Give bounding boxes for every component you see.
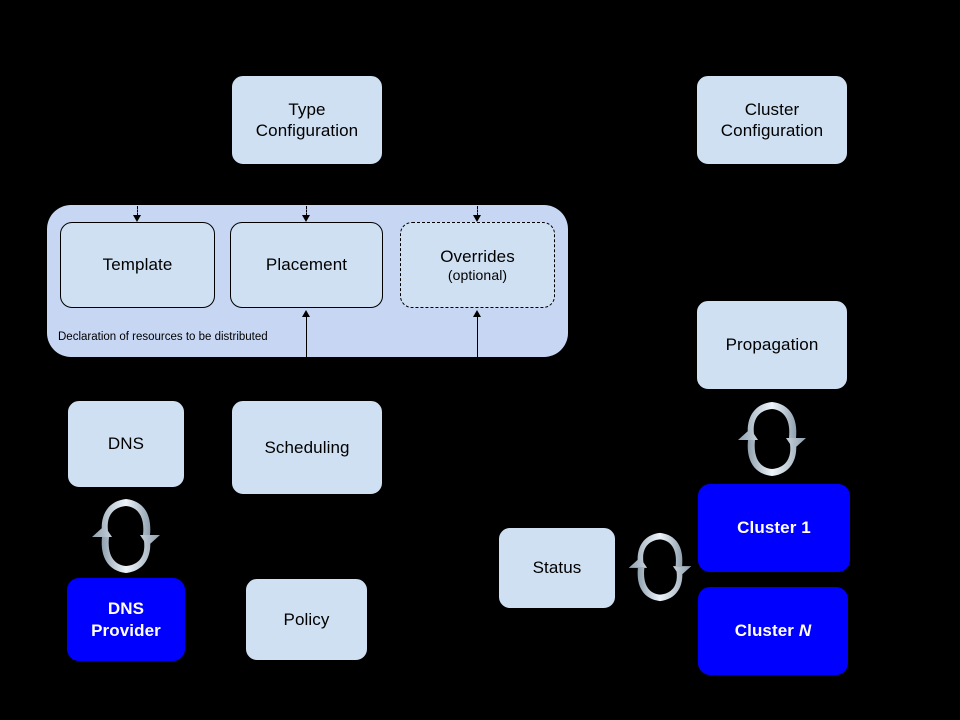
arrow-cluster-to-overrides-head — [473, 215, 481, 222]
node-cluster-n[interactable]: Cluster N — [698, 587, 848, 675]
arrow-type-to-template-head — [133, 215, 141, 222]
node-type-configuration-line2: Configuration — [255, 121, 359, 140]
arrow-type-to-template-line — [137, 206, 138, 216]
node-cluster-n-suffix: N — [798, 621, 812, 641]
node-dns-provider[interactable]: DNS Provider — [67, 578, 185, 661]
sync-icon-propagation-svg — [738, 402, 806, 476]
node-type-configuration[interactable]: Type Configuration — [231, 75, 383, 165]
node-policy[interactable]: Policy — [245, 578, 368, 661]
arrow-policy-to-overrides-head — [473, 310, 481, 317]
node-cluster-n-label: Cluster N — [735, 620, 811, 641]
arrow-policy-to-overrides-line — [477, 316, 478, 357]
sync-icon-status — [625, 526, 695, 608]
sync-icon-status-svg — [628, 532, 692, 602]
arrow-type-to-placement-line — [306, 206, 307, 216]
node-propagation[interactable]: Propagation — [696, 300, 848, 390]
node-cluster-configuration-line2: Configuration — [720, 121, 824, 140]
arrow-scheduling-to-placement-line — [306, 316, 307, 357]
node-dns[interactable]: DNS — [67, 400, 185, 488]
node-status-label: Status — [532, 558, 582, 578]
node-status[interactable]: Status — [498, 527, 616, 609]
node-type-configuration-line1: Type — [288, 99, 326, 119]
node-scheduling-label: Scheduling — [264, 437, 350, 457]
arrow-scheduling-to-placement-head — [302, 310, 310, 317]
group-caption: Declaration of resources to be distribut… — [58, 331, 268, 343]
node-policy-label: Policy — [283, 609, 330, 629]
node-scheduling[interactable]: Scheduling — [231, 400, 383, 495]
node-cluster-configuration[interactable]: Cluster Configuration — [696, 75, 848, 165]
arrow-cluster-to-overrides-line — [477, 206, 478, 216]
node-dns-label: DNS — [107, 434, 145, 454]
node-overrides-sublabel: (optional) — [447, 267, 508, 284]
node-propagation-label: Propagation — [725, 335, 819, 355]
node-dns-provider-line2: Provider — [91, 620, 161, 640]
node-template[interactable]: Template — [60, 222, 215, 308]
node-dns-provider-line1: DNS — [107, 599, 145, 619]
node-overrides-label: Overrides — [440, 246, 515, 266]
sync-icon-dns-svg — [92, 499, 160, 573]
node-placement[interactable]: Placement — [230, 222, 383, 308]
sync-icon-propagation — [734, 398, 810, 480]
node-cluster-1-label: Cluster 1 — [737, 518, 811, 538]
node-placement-label: Placement — [265, 255, 348, 275]
node-cluster-1[interactable]: Cluster 1 — [698, 484, 850, 572]
node-cluster-n-prefix: Cluster — [734, 621, 799, 641]
node-cluster-configuration-line1: Cluster — [744, 99, 800, 119]
sync-icon-dns — [88, 495, 164, 577]
node-overrides[interactable]: Overrides (optional) — [400, 222, 555, 308]
node-template-label: Template — [102, 255, 173, 275]
arrow-type-to-placement-head — [302, 215, 310, 222]
